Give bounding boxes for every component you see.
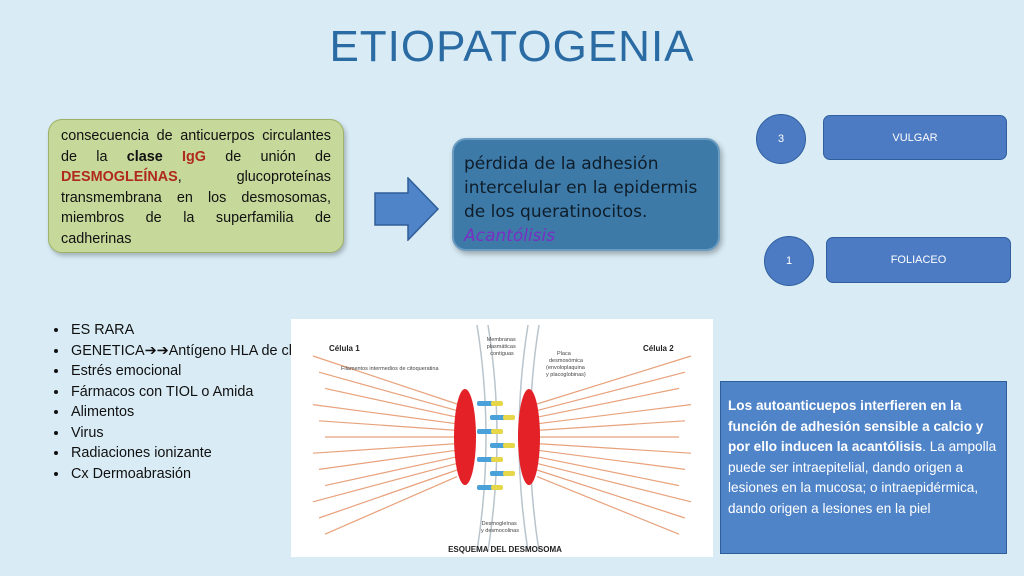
vulgar-box: VULGAR — [823, 115, 1007, 160]
info-bold-text: Los autoanticuepos interfieren en la fun… — [728, 398, 984, 454]
filament-line — [318, 449, 458, 470]
list-item: Cx Dermoabrasión — [69, 464, 329, 485]
filament-line — [536, 462, 692, 503]
filament-line — [536, 449, 686, 470]
filament-line — [536, 456, 680, 487]
filament-line — [536, 387, 680, 418]
adhesion-link — [503, 443, 515, 448]
desmosome-diagram: Célula 1 Célula 2 Filamentos intermedios… — [291, 319, 713, 557]
right-arrow-icon — [374, 177, 440, 241]
pathogenesis-info-box: Los autoanticuepos interfieren en la fun… — [720, 381, 1007, 554]
list-item: GENETICA➔➔Antígeno HLA de clase II — [69, 341, 329, 362]
list-item: Virus — [69, 423, 329, 444]
filament-line — [318, 371, 458, 412]
cause-igg: IgG — [182, 148, 206, 165]
filament-line — [324, 387, 458, 418]
cell-2-label: Célula 2 — [643, 344, 674, 353]
filament-line — [312, 355, 458, 405]
filament-line — [536, 404, 692, 425]
filament-line — [312, 443, 458, 454]
filament-line — [318, 469, 458, 519]
vulgar-count-circle: 3 — [756, 114, 806, 164]
adhesion-loss-text: pérdida de la adhesión intercelular en l… — [464, 154, 698, 222]
cause-text-2: de unión de — [206, 148, 331, 165]
list-item: Estrés emocional — [69, 361, 329, 382]
membranes-label: Membranas plasmáticas contiguas — [487, 337, 518, 357]
acantolisis-label: Acantólisis — [464, 226, 556, 246]
adhesion-link — [503, 415, 515, 420]
foliaceo-count-circle: 1 — [764, 236, 814, 286]
cause-box: consecuencia de anticuerpos circulantes … — [48, 119, 344, 253]
plaque-label: Placa desmosómica (envoloplaquina y plac… — [546, 351, 586, 378]
filament-line — [536, 476, 680, 535]
filament-line — [536, 443, 692, 454]
filaments-label: Filamentos intermedios de citoqueratina — [341, 366, 439, 372]
info-text: . La ampolla puede ser intraepitelial, d… — [728, 439, 997, 516]
foliaceo-box: FOLIACEO — [826, 237, 1011, 283]
filament-line — [324, 456, 458, 487]
filament-line — [324, 476, 458, 535]
risk-factors-list: ES RARA GENETICA➔➔Antígeno HLA de clase … — [52, 320, 329, 484]
cause-text-3: , glucoproteínas transmembrana en los de… — [61, 169, 331, 247]
filament-line — [312, 404, 458, 425]
list-item: Radiaciones ionizante — [69, 443, 329, 464]
diagram-caption: ESQUEMA DEL DESMOSOMA — [448, 545, 562, 554]
list-item: ES RARA — [69, 320, 329, 341]
filament-line — [536, 371, 686, 412]
list-item: Fármacos con TIOL o Amida — [69, 382, 329, 403]
filament-line — [536, 420, 686, 431]
adhesion-link — [491, 485, 503, 490]
filament-line — [318, 420, 458, 431]
adhesion-loss-box: pérdida de la adhesión intercelular en l… — [452, 138, 720, 251]
slide-title: ETIOPATOGENIA — [329, 22, 695, 71]
cell-1-label: Célula 1 — [329, 344, 360, 353]
filament-line — [536, 355, 692, 405]
adhesion-link — [491, 457, 503, 462]
adhesion-link — [503, 471, 515, 476]
list-item: Alimentos — [69, 402, 329, 423]
cause-clase: clase — [126, 148, 163, 165]
cause-text-1: consecuencia de anticuerpos circulantes … — [61, 128, 331, 165]
cause-desmogleinas: DESMOGLEÍNAS — [61, 169, 178, 185]
filament-line — [536, 469, 686, 519]
adhesion-link — [491, 401, 503, 406]
double-arrow-icon: ➔➔ — [144, 342, 169, 359]
adhesion-link — [491, 429, 503, 434]
desmogleins-label: Desmogleínas y desmocolinas — [481, 521, 519, 534]
filament-line — [312, 462, 458, 503]
